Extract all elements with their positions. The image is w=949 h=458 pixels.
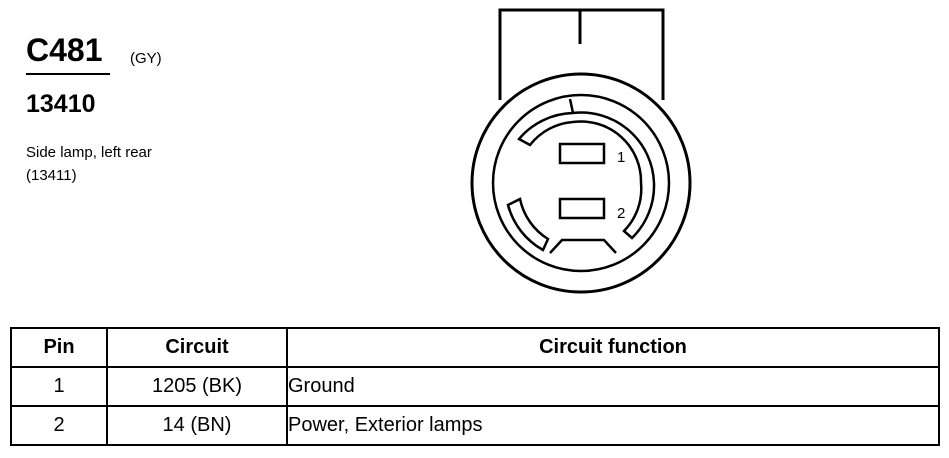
pin-2-terminal [558, 197, 606, 220]
header-circuit-function: Circuit function [286, 327, 940, 368]
cell-circuit: 1205 (BK) [106, 366, 288, 407]
connector-id: C481 [26, 32, 103, 68]
cell-function: Power, Exterior lamps [286, 405, 940, 446]
cell-pin: 2 [10, 405, 108, 446]
pin-1-label: 1 [617, 149, 625, 166]
part-number: 13410 [26, 90, 96, 118]
cavity-wall-right [572, 111, 656, 240]
table-header-row: Pin Circuit Circuit function [10, 327, 940, 368]
table-row: 1 1205 (BK) Ground [10, 366, 940, 407]
pin-2-label: 2 [617, 205, 625, 222]
title-underline [26, 73, 110, 75]
pin-1-terminal [558, 142, 606, 165]
pinout-table: Pin Circuit Circuit function 1 1205 (BK)… [10, 327, 940, 446]
connector-face-diagram: 1 2 [470, 8, 692, 294]
connector-inner-ring [491, 93, 671, 273]
description-line-2: (13411) [26, 167, 77, 184]
table-row: 2 14 (BN) Power, Exterior lamps [10, 405, 940, 446]
header-circuit: Circuit [106, 327, 288, 368]
header-pin: Pin [10, 327, 108, 368]
cavity-key-bottom [549, 238, 617, 254]
connector-outer-ring [470, 72, 692, 294]
cavity-key-left [506, 197, 550, 252]
cell-function: Ground [286, 366, 940, 407]
cavity-wall-upper [517, 98, 575, 147]
description-line-1: Side lamp, left rear [26, 144, 152, 161]
cell-circuit: 14 (BN) [106, 405, 288, 446]
cell-pin: 1 [10, 366, 108, 407]
connector-color: (GY) [130, 50, 162, 67]
